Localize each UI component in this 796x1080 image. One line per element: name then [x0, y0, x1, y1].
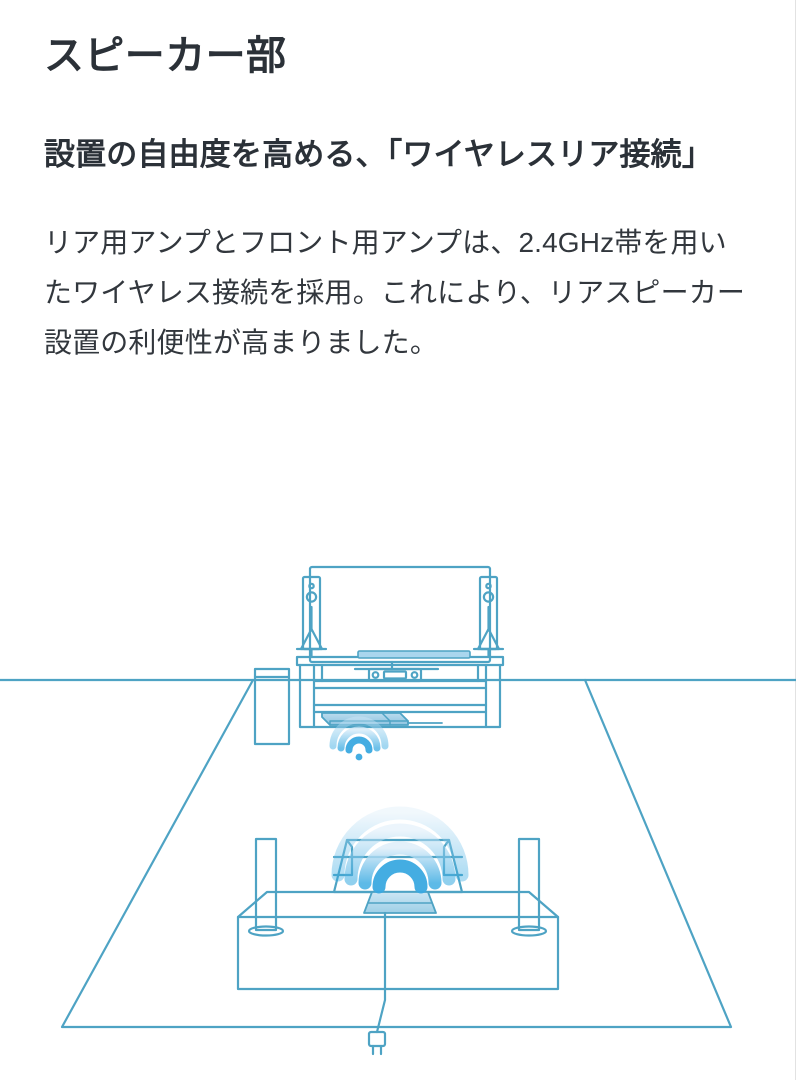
front-tower-speaker-right [472, 575, 505, 658]
rear-wireless-signal [331, 806, 469, 894]
power-plug [367, 911, 387, 1056]
rear-speaker-left [247, 837, 285, 937]
article-content: スピーカー部 設置の自由度を高める、「ワイヤレスリア接続」 リア用アンプとフロン… [0, 0, 795, 367]
section-heading: 設置の自由度を高める、「ワイヤレスリア接続」 [44, 136, 713, 172]
rear-amplifier [363, 891, 437, 914]
soundbar [357, 650, 471, 659]
page-title: スピーカー部 [44, 34, 287, 78]
subwoofer [253, 667, 291, 746]
section-body-text: リア用アンプとフロント用アンプは、2.4GHz帯を用いたワイヤレス接続を採用。こ… [44, 226, 745, 358]
front-tower-speaker-left [295, 575, 328, 658]
wireless-rear-connection-figure [0, 545, 796, 1080]
front-wireless-signal [329, 716, 389, 761]
av-component [367, 667, 423, 683]
front-amplifier [321, 712, 443, 726]
diagram-svg [0, 565, 796, 1056]
rear-speaker-right [510, 837, 548, 937]
